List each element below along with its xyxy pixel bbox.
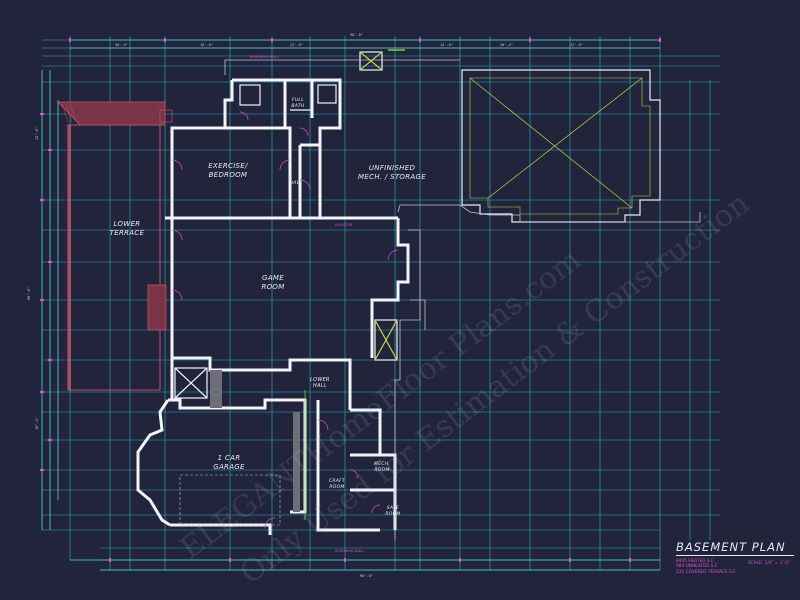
- room-full-label: FULL: [292, 97, 304, 103]
- room-unfinished-label: UNFINISHED: [369, 164, 416, 172]
- room-mech-storage-label: MECH. / STORAGE: [358, 173, 426, 181]
- area-unheated: 984 UNHEATED S.F.: [676, 564, 718, 570]
- room-garage-label-2: GARAGE: [213, 463, 245, 471]
- dimension-ticks: [40, 38, 661, 562]
- note-retaining-wall-bottom: RETAINING WALL: [335, 549, 364, 553]
- watermark: ELEGANTHomeFloor Plans.com Only Used for…: [174, 186, 756, 592]
- dim-mid-a: 16'-0": [200, 43, 213, 47]
- dim-top-left: 30'-0": [115, 43, 128, 47]
- unfinished-slab: [461, 69, 661, 223]
- dim-left-a: 12'-0": [35, 127, 39, 140]
- area-summary: 8445 HEATED S.F. 984 UNHEATED S.F. 535 C…: [676, 559, 794, 575]
- title-block: BASEMENT PLAN 8445 HEATED S.F. 984 UNHEA…: [676, 540, 794, 575]
- dim-right-a: 14'-0": [440, 43, 453, 47]
- room-hall-label: HALL: [290, 180, 303, 186]
- room-game-label-2: ROOM: [261, 283, 284, 291]
- plan-title: BASEMENT PLAN: [676, 540, 794, 556]
- room-labels: EXERCISE/ BEDROOM UNFINISHED MECH. / STO…: [110, 97, 426, 517]
- dim-top-right: 32'-0": [570, 43, 583, 47]
- plan-scale: SCALE: 1/4" = 1'-0": [748, 561, 790, 566]
- note-elevator: ELEVATOR: [335, 223, 353, 227]
- dim-left-overall: 68'-0": [27, 287, 31, 300]
- room-exercise-label: EXERCISE/: [208, 162, 248, 170]
- door-swings: [171, 111, 399, 529]
- dim-right-b: 20'-4": [500, 43, 513, 47]
- room-craft-label-2: ROOM: [329, 484, 344, 490]
- annotations: RETAINING WALL ELEVATOR RETAINING WALL: [250, 55, 364, 553]
- retaining-walls: [224, 59, 701, 540]
- dim-bottom-overall: 98'-0": [360, 574, 373, 578]
- walls: [136, 78, 410, 535]
- room-game-label-1: GAME: [262, 274, 284, 282]
- garage-details: [179, 49, 405, 526]
- dim-mid-b: 22'-0": [290, 43, 303, 47]
- room-mech-label-2: ROOM: [374, 467, 389, 473]
- room-bath-label: BATH: [291, 103, 304, 109]
- dim-left-b: 18'-4": [35, 417, 39, 430]
- interior-lines: [174, 51, 398, 399]
- dim-top-overall: 98'-0": [350, 33, 363, 37]
- room-lower-hall-label-2: HALL: [313, 383, 327, 389]
- room-lower-terrace-label-2: TERRACE: [110, 229, 145, 237]
- room-lower-hall-label-1: LOWER: [310, 377, 330, 383]
- room-craft-label-1: CRAFT: [329, 478, 346, 484]
- room-bedroom-label: BEDROOM: [209, 171, 248, 179]
- room-safe-label-2: ROOM: [385, 511, 400, 517]
- note-retaining-wall-top: RETAINING WALL: [250, 55, 279, 59]
- watermark-line-1: ELEGANTHomeFloor Plans.com: [174, 243, 588, 567]
- lower-terrace-slab: [57, 101, 173, 391]
- area-heated: 8445 HEATED S.F.: [676, 559, 715, 564]
- dimension-labels: 98'-0" 30'-0" 32'-0" 16'-0" 22'-0" 14'-0…: [27, 33, 583, 578]
- room-safe-label-1: SAFE: [387, 505, 400, 511]
- room-garage-label-1: 1 CAR: [218, 454, 241, 462]
- room-lower-terrace-label-1: LOWER: [114, 220, 141, 228]
- room-mech-label-1: MECH.: [374, 461, 390, 467]
- area-covered-terrace: 535 COVERED TERRACE S.F.: [676, 569, 737, 575]
